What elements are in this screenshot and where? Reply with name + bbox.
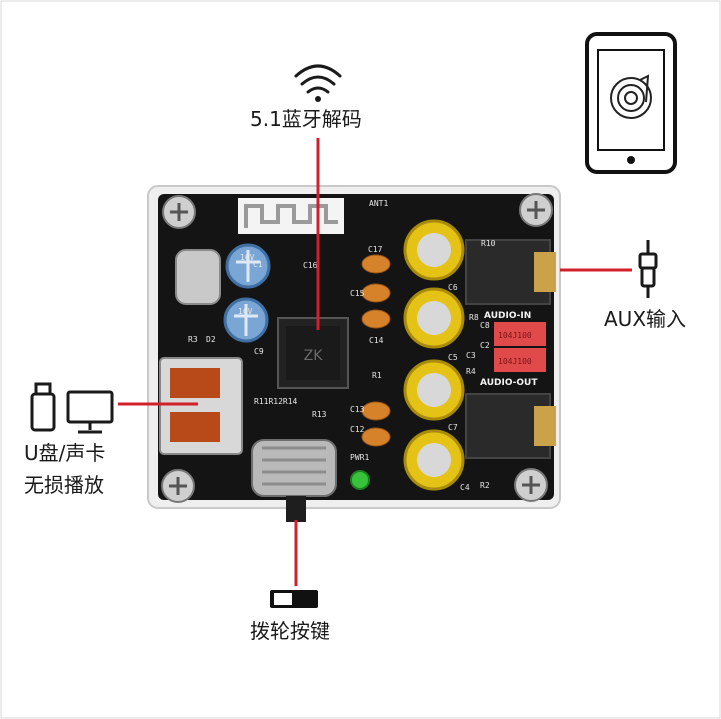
monitor-icon	[66, 390, 114, 434]
mark-r3: R3	[188, 335, 198, 344]
audio-out-jack	[465, 393, 556, 459]
mark-c3: C3	[466, 351, 476, 360]
usb-c-port	[175, 249, 221, 305]
silkscreen-labels: ANT1 C17 C15 C14 C13 C12 C1 C9 C16 R3 D2…	[188, 199, 496, 492]
mark-c7: C7	[448, 423, 458, 432]
pointer-lines	[118, 138, 632, 586]
rca-plug-icon	[638, 240, 658, 298]
usb-label-line2: 无损播放	[24, 473, 104, 497]
screw-slots	[169, 201, 545, 495]
mark-c6: C6	[448, 283, 458, 292]
mark-audio-out: AUDIO-OUT	[480, 378, 538, 388]
gold-capacitors	[403, 219, 465, 491]
mark-c13: C13	[350, 405, 365, 414]
bluetooth-label: 5.1蓝牙解码	[250, 107, 362, 131]
mark-c8: C8	[480, 321, 490, 330]
audio-in-jack	[465, 239, 556, 305]
aux-label: AUX输入	[604, 307, 687, 331]
mark-c17: C17	[368, 245, 383, 254]
rotary-knob	[251, 439, 337, 522]
mark-c9: C9	[254, 347, 264, 356]
mark-c2: C2	[480, 341, 490, 350]
mark-r10: R10	[481, 239, 496, 248]
mark-ant: ANT1	[369, 199, 388, 208]
usb-stick-icon	[30, 382, 56, 432]
wifi-signal-icon	[294, 64, 342, 102]
mark-elec2: 16V	[238, 307, 253, 316]
mark-r13: R13	[312, 410, 327, 419]
mark-audio-in: AUDIO-IN	[484, 311, 531, 321]
mark-d2: D2	[206, 335, 216, 344]
phone-music-icon	[585, 32, 677, 174]
mark-r-row: R11R12R14	[254, 397, 298, 406]
mark-r2: R2	[480, 481, 490, 490]
mark-r1: R1	[372, 371, 382, 380]
usb-a-port	[159, 357, 243, 455]
red-film-capacitors	[494, 322, 546, 372]
mark-cap-a: 104J100	[498, 331, 532, 340]
bluetooth-antenna	[238, 198, 344, 234]
usb-label-line1: U盘/声卡	[24, 441, 106, 465]
mark-c5: C5	[448, 353, 458, 362]
toggle-switch-icon	[270, 590, 318, 608]
mark-elec1: 16V	[240, 253, 255, 262]
mark-c4: C4	[460, 483, 470, 492]
mark-c16: C16	[303, 261, 318, 270]
audio-labels: AUDIO-IN AUDIO-OUT	[480, 311, 538, 388]
mark-c1: C1	[253, 260, 263, 269]
mark-r8: R8	[469, 313, 479, 322]
mark-pwr: PWR1	[350, 453, 369, 462]
film-cap-labels: 104J100 104J100	[498, 331, 532, 366]
orange-capacitors	[361, 254, 391, 447]
blue-capacitor-c1	[225, 243, 271, 289]
knob-label: 拨轮按键	[250, 619, 330, 643]
blue-capacitor-c9	[223, 297, 269, 343]
mark-r4: R4	[466, 367, 476, 376]
mark-c15: C15	[350, 289, 365, 298]
mark-cap-b: 104J100	[498, 357, 532, 366]
mark-c14: C14	[369, 336, 384, 345]
main-chip: ZK	[277, 317, 349, 389]
power-led	[350, 470, 370, 490]
mark-c12: C12	[350, 425, 365, 434]
svg-text:ZK: ZK	[304, 348, 324, 364]
